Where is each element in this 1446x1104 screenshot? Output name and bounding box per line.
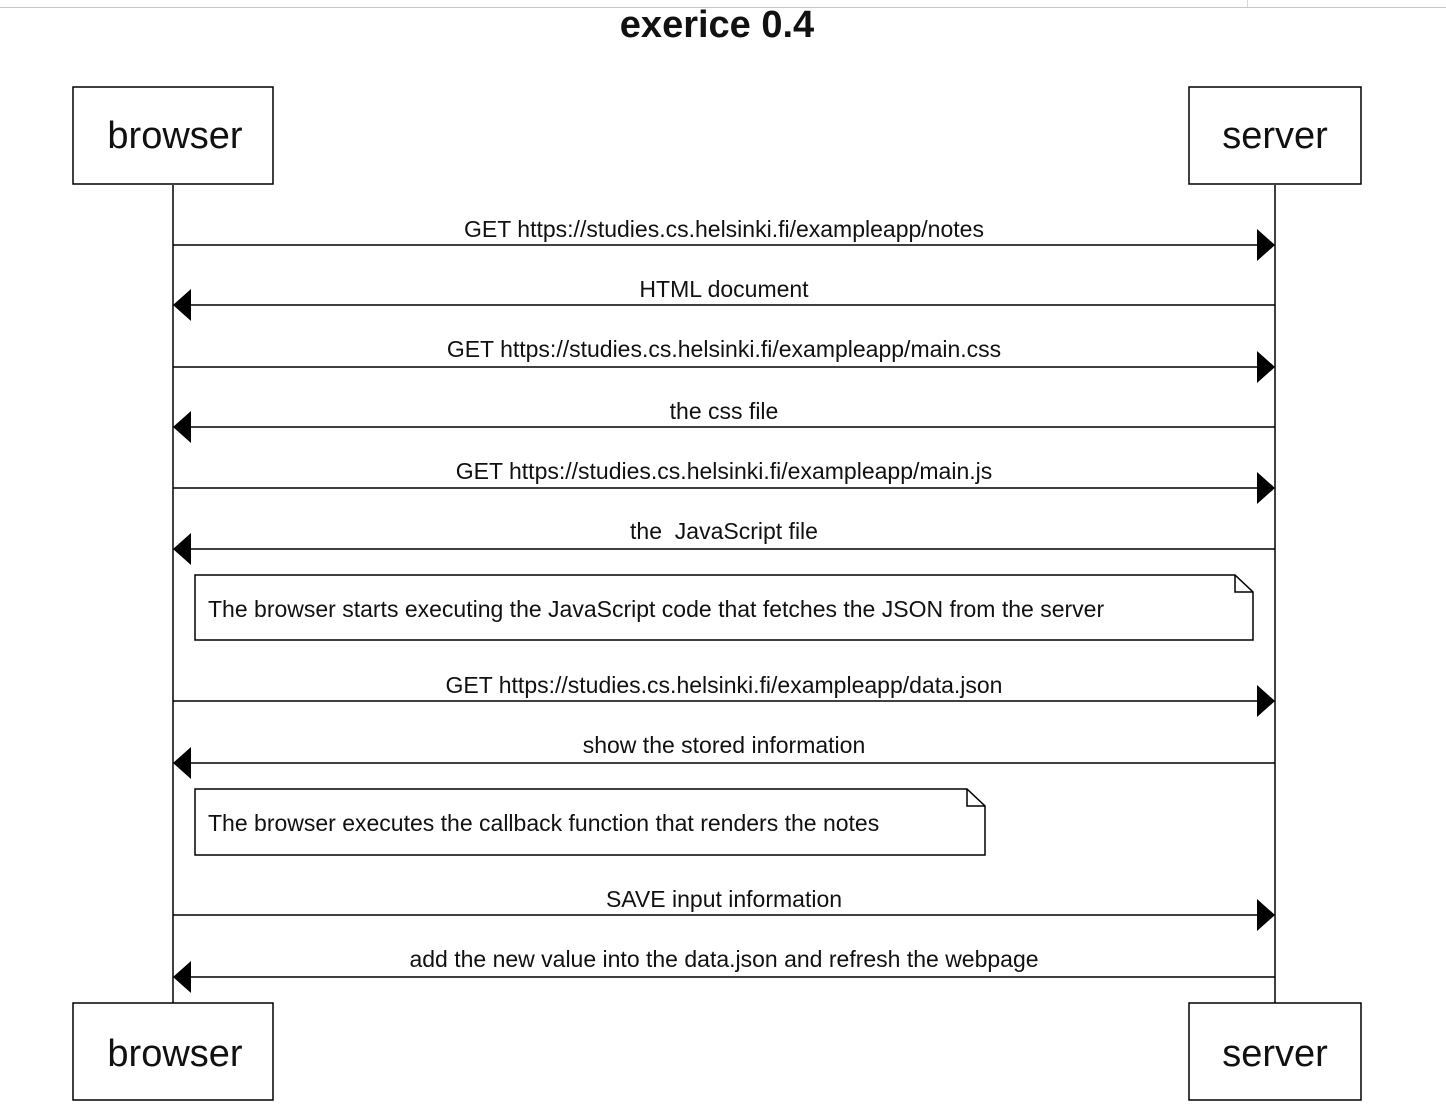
- message-label: show the stored information: [583, 732, 866, 758]
- note-box: The browser executes the callback functi…: [194, 788, 986, 856]
- participant-browser-top-label: browser: [107, 115, 242, 157]
- participant-browser-top: browser: [72, 86, 274, 185]
- message-arrow: the css file: [173, 398, 1275, 443]
- participant-server-top-label: server: [1222, 115, 1328, 157]
- message-label: SAVE input information: [606, 886, 842, 912]
- participant-server-top: server: [1188, 86, 1362, 185]
- participant-server-bottom: server: [1188, 1002, 1362, 1101]
- diagram-title: exerice 0.4: [620, 4, 814, 46]
- message-label: HTML document: [639, 276, 809, 302]
- message-label: GET https://studies.cs.helsinki.fi/examp…: [446, 672, 1003, 698]
- message-label: GET https://studies.cs.helsinki.fi/examp…: [456, 458, 992, 484]
- message-arrow: GET https://studies.cs.helsinki.fi/examp…: [173, 216, 1275, 261]
- top-border-tick: [1247, 0, 1248, 7]
- message-arrow: GET https://studies.cs.helsinki.fi/examp…: [173, 672, 1275, 717]
- message-label: the css file: [670, 398, 779, 424]
- participant-browser-bottom: browser: [72, 1002, 274, 1101]
- participant-server-bottom-label: server: [1222, 1033, 1328, 1075]
- message-label: add the new value into the data.json and…: [409, 946, 1038, 972]
- message-arrow: GET https://studies.cs.helsinki.fi/examp…: [173, 458, 1275, 504]
- message-label: GET https://studies.cs.helsinki.fi/examp…: [464, 216, 984, 242]
- note-text: The browser starts executing the JavaScr…: [208, 596, 1104, 622]
- message-label: the JavaScript file: [630, 518, 818, 544]
- message-arrow: SAVE input information: [173, 886, 1275, 931]
- message-label: GET https://studies.cs.helsinki.fi/examp…: [447, 336, 1001, 362]
- top-border-line: [0, 7, 1446, 8]
- message-arrow: the JavaScript file: [173, 518, 1275, 565]
- participant-browser-bottom-label: browser: [107, 1033, 242, 1075]
- message-arrow: GET https://studies.cs.helsinki.fi/examp…: [173, 336, 1275, 383]
- message-arrow: show the stored information: [173, 732, 1275, 779]
- message-arrow: HTML document: [173, 276, 1275, 321]
- message-arrow: add the new value into the data.json and…: [173, 946, 1275, 993]
- note-text: The browser executes the callback functi…: [208, 810, 879, 836]
- note-box: The browser starts executing the JavaScr…: [194, 574, 1254, 641]
